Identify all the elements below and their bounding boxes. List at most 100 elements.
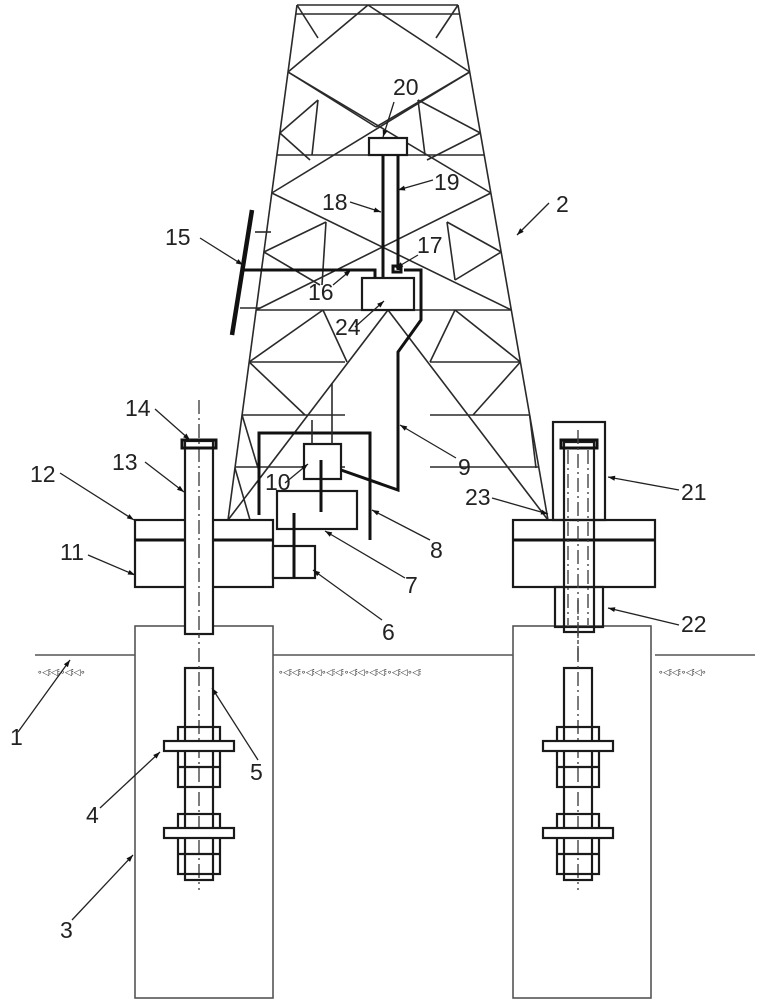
right-foundation-washer-upper <box>541 739 615 753</box>
left-foundation-washer-lower <box>162 826 236 840</box>
tower-diag <box>426 132 481 161</box>
tower-diag <box>296 4 319 39</box>
leader-line-23 <box>491 497 549 515</box>
callout-label-21: 21 <box>681 479 707 505</box>
mast-top-block-20 <box>367 136 409 157</box>
solar-panel-15 <box>229 209 255 336</box>
tower-diag <box>454 251 502 281</box>
tower-diag <box>454 309 521 363</box>
callout-label-2: 2 <box>556 191 569 217</box>
arrowhead-4 <box>153 752 160 759</box>
callout-label-11: 11 <box>60 539 84 565</box>
callout-label-13: 13 <box>112 449 138 475</box>
arrowhead-16 <box>344 270 351 277</box>
leader-line-14 <box>154 408 191 441</box>
right-base-plate <box>511 518 657 589</box>
leader-line-2 <box>516 202 550 236</box>
leader-line-21 <box>607 476 680 491</box>
leader-line-6 <box>312 569 383 621</box>
leader-line-22 <box>607 607 680 626</box>
callout-label-14: 14 <box>125 395 151 421</box>
leader-lines <box>17 101 680 921</box>
right-foundation-concrete-block <box>512 625 652 999</box>
arrowhead-19 <box>398 185 406 191</box>
right-bolt-cap <box>559 438 599 450</box>
callout-label-12: 12 <box>30 461 56 487</box>
callout-label-15: 15 <box>165 224 191 250</box>
callout-label-20: 20 <box>393 74 419 100</box>
arrowhead-22 <box>608 607 616 613</box>
right-bolt <box>562 440 596 634</box>
callout-label-3: 3 <box>60 917 73 943</box>
tower-leg-left <box>227 4 298 521</box>
tower-vert <box>417 99 426 156</box>
arrowhead-3 <box>126 855 133 862</box>
arrowhead-11 <box>127 569 135 575</box>
tower-diag <box>417 99 481 134</box>
arrowhead-2 <box>517 228 524 235</box>
right-foundation-washer-lower <box>541 826 615 840</box>
leader-line-5 <box>211 687 259 761</box>
tower-diag <box>234 467 251 521</box>
soil-hatch: ∘◁⁝◁⁝∘◁⁝◁∘◁⁝◁⁝∘◁⁝◁∘◁⁝◁⁝∘◁⁝◁∘◁⁝ <box>278 668 421 678</box>
leader-line-11 <box>87 554 136 576</box>
callout-label-22: 22 <box>681 611 707 637</box>
leader-line-7 <box>324 530 406 579</box>
tower-leg-right <box>457 4 549 521</box>
callout-label-24: 24 <box>335 314 361 340</box>
tower-diag <box>287 4 369 73</box>
tower-portal-right <box>387 309 549 521</box>
arrowhead-15 <box>235 259 243 265</box>
tower-diag <box>446 221 502 253</box>
left-bolt-cap <box>180 438 218 450</box>
tower-diag <box>429 309 456 363</box>
arrowhead-18 <box>373 207 381 213</box>
callout-label-23: 23 <box>465 484 491 510</box>
arrowhead-1 <box>63 660 70 668</box>
tower-diag <box>528 414 537 469</box>
leader-line-3 <box>71 854 134 921</box>
arrowhead-13 <box>176 485 184 492</box>
arrowhead-7 <box>325 531 333 537</box>
arrowhead-9 <box>400 425 408 431</box>
leader-line-15 <box>199 237 244 266</box>
callout-label-9: 9 <box>458 454 471 480</box>
connector-17 <box>391 264 403 274</box>
tower-diag <box>435 4 459 39</box>
box-7 <box>275 489 359 531</box>
leader-line-9 <box>399 424 457 459</box>
arrowhead-24 <box>377 301 384 308</box>
callout-label-6: 6 <box>382 619 395 645</box>
leader-line-1 <box>17 659 71 733</box>
arrowhead-14 <box>183 433 190 440</box>
arrowhead-21 <box>608 475 616 481</box>
right-foundation-nut-lower <box>555 812 601 876</box>
tower-diag <box>279 99 319 134</box>
arrowhead-23 <box>540 509 548 515</box>
callout-label-16: 16 <box>308 279 334 305</box>
foundations: ∘◁⁝◁⁝∘◁⁝◁∘ ∘◁⁝◁⁝∘◁⁝◁∘◁⁝◁⁝∘◁⁝◁∘◁⁝◁⁝∘◁⁝◁∘◁⁝… <box>35 625 755 999</box>
right-foundation-nut-upper <box>555 725 601 789</box>
tower-vert <box>446 221 456 281</box>
arrowhead-6 <box>313 570 321 577</box>
tower-diag <box>271 192 512 311</box>
callout-label-18: 18 <box>322 189 348 215</box>
arrowhead-8 <box>372 510 380 516</box>
left-foundation-concrete-block <box>134 625 274 999</box>
tower-diag <box>271 71 471 194</box>
soil-hatch: ∘◁⁝◁⁝∘◁⁝◁∘ <box>658 668 706 678</box>
arrowhead-12 <box>126 514 134 520</box>
callout-label-4: 4 <box>86 802 99 828</box>
tower-portal-left <box>227 309 389 521</box>
callout-label-8: 8 <box>430 537 443 563</box>
cable-9 <box>340 268 423 493</box>
enclosure-8 <box>257 431 372 540</box>
tower-diag <box>248 361 306 416</box>
tower-diag <box>287 71 492 194</box>
leader-line-8 <box>371 509 431 541</box>
tower-vert <box>311 99 319 156</box>
callout-label-7: 7 <box>405 572 418 598</box>
arrowhead-5 <box>212 688 218 696</box>
